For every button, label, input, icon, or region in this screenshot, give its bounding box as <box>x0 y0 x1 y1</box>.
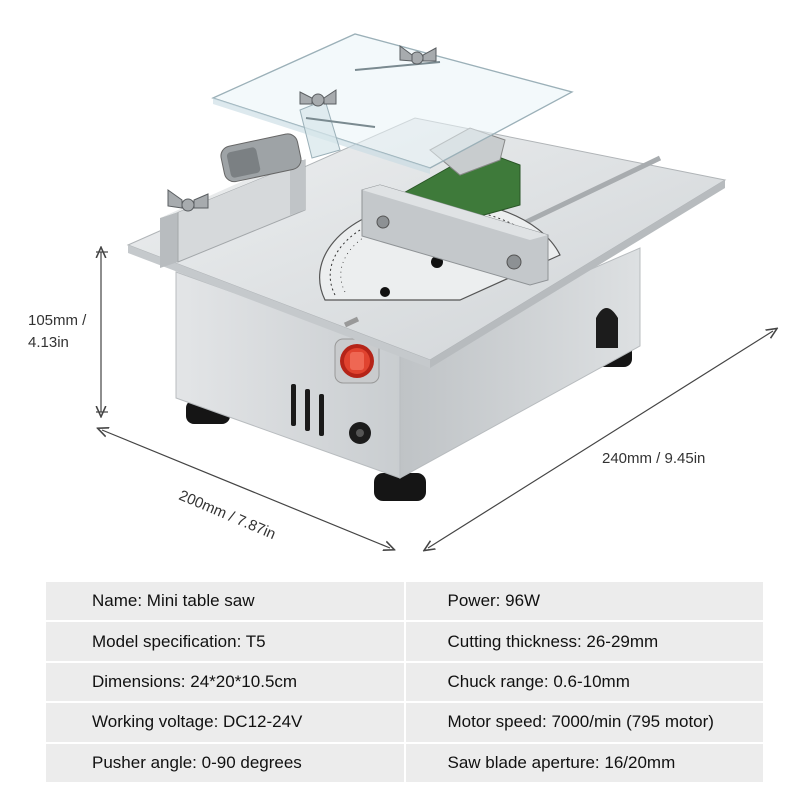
spec-cell-left: Working voltage: DC12-24V <box>44 701 406 744</box>
table-row: Pusher angle: 0-90 degrees Saw blade ape… <box>44 741 765 785</box>
table-row: Model specification: T5 Cutting thicknes… <box>44 620 765 663</box>
product-image-area: 105mm / 4.13in 240mm / 9.45in 200mm / 7.… <box>0 33 800 560</box>
spec-cell-right: Motor speed: 7000/min (795 motor) <box>403 701 765 744</box>
table-row: Working voltage: DC12-24V Motor speed: 7… <box>44 701 765 744</box>
power-switch-icon <box>334 338 380 384</box>
height-dimension-in: 4.13in <box>28 334 69 351</box>
table-row: Name: Mini table saw Power: 96W <box>44 579 765 623</box>
spec-cell-left: Model specification: T5 <box>44 620 406 663</box>
spec-cell-left: Name: Mini table saw <box>44 579 406 623</box>
mini-table-saw-illustration <box>0 33 800 560</box>
height-dimension-mm: 105mm / <box>28 312 87 329</box>
table-row: Dimensions: 24*20*10.5cm Chuck range: 0.… <box>44 660 765 704</box>
miter-fence <box>361 184 549 286</box>
spec-cell-right: Chuck range: 0.6-10mm <box>403 660 765 704</box>
spec-cell-right: Cutting thickness: 26-29mm <box>403 620 765 663</box>
drill-chuck-icon <box>220 133 302 183</box>
spec-cell-right: Saw blade aperture: 16/20mm <box>403 741 765 785</box>
spec-cell-left: Pusher angle: 0-90 degrees <box>44 741 406 785</box>
wing-nut-icons <box>167 45 437 212</box>
acrylic-blade-guard <box>211 33 574 174</box>
dimension-lines <box>96 252 773 548</box>
spec-cell-right: Power: 96W <box>403 579 765 623</box>
depth-dimension: 240mm / 9.45in <box>602 450 706 467</box>
vent-slots <box>291 384 324 436</box>
spec-cell-left: Dimensions: 24*20*10.5cm <box>44 660 406 704</box>
specification-table: Name: Mini table saw Power: 96W Model sp… <box>44 579 765 785</box>
